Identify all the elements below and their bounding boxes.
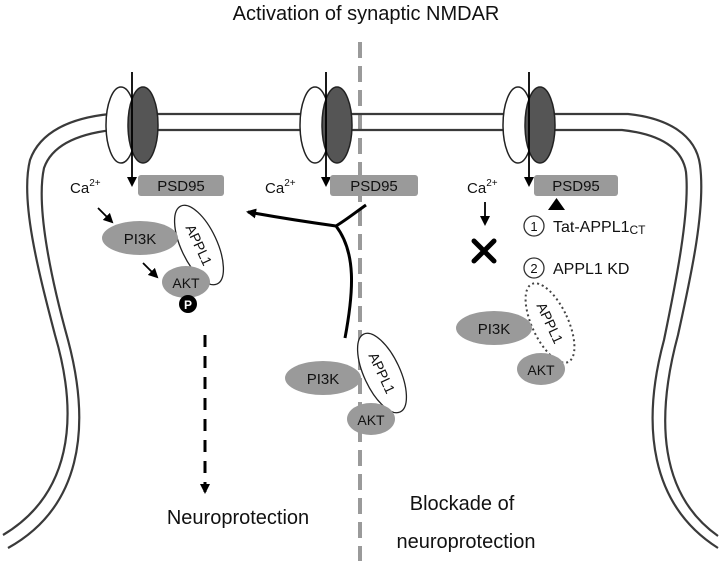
calcium-symbol: Ca: [467, 180, 487, 197]
calcium-label-left: Ca2+: [70, 178, 101, 197]
block-x-icon: [471, 238, 497, 264]
intervention-2-number: 2: [530, 261, 537, 276]
psd95-middle: PSD95: [330, 175, 418, 196]
pi3k-left: PI3K: [102, 221, 178, 255]
outcome-blockade-line1: Blockade of: [410, 493, 515, 515]
akt-label: AKT: [172, 275, 200, 291]
pi3k-label: PI3K: [478, 321, 511, 338]
pi3k-middle: PI3K: [285, 361, 361, 395]
calcium-label-right: Ca2+: [467, 178, 498, 197]
akt-right: AKT: [517, 353, 565, 385]
svg-text:Ca2+: Ca2+: [467, 178, 498, 197]
appl1-left: APPL1: [173, 204, 225, 286]
pi3k-right: PI3K: [456, 311, 532, 345]
nmdar-channel-middle: [299, 72, 353, 187]
number-circle: [523, 215, 545, 237]
calcium-charge: 2+: [486, 178, 498, 189]
calcium-charge: 2+: [89, 178, 101, 189]
psd95-left: PSD95: [138, 175, 224, 196]
intervention-1-label: Tat-APPL1: [553, 219, 630, 236]
diagram-title: Activation of synaptic NMDAR: [233, 3, 500, 25]
akt-left: AKT: [162, 266, 210, 298]
phospho-badge: P: [179, 295, 197, 313]
calcium-symbol: Ca: [70, 180, 90, 197]
calcium-label-middle: Ca2+: [265, 178, 296, 197]
nmdar-channel-left: [105, 72, 159, 187]
blocking-triangle: [548, 198, 565, 210]
phospho-label: P: [184, 298, 192, 312]
akt-label: AKT: [527, 362, 555, 378]
arrow-pi3k-to-akt: [142, 262, 159, 279]
nmdar-subunit-dark: [127, 86, 159, 164]
appl1-middle: APPL1: [356, 332, 408, 414]
intervention-1-subscript: CT: [629, 223, 646, 237]
intervention-2-label: APPL1 KD: [553, 261, 629, 278]
psd95-label: PSD95: [350, 178, 398, 195]
arrow-ca-to-pi3k: [97, 207, 114, 224]
nmdar-subunit-dark: [321, 86, 353, 164]
pi3k-label: PI3K: [124, 231, 157, 248]
akt-middle: AKT: [347, 403, 395, 435]
cell-membrane: [2, 112, 719, 549]
svg-text:Ca2+: Ca2+: [70, 178, 101, 197]
calcium-charge: 2+: [284, 178, 296, 189]
psd95-right: PSD95: [534, 175, 618, 196]
recruitment-arrow: [246, 203, 367, 339]
psd95-label: PSD95: [552, 178, 600, 195]
outcome-blockade-line2: neuroprotection: [397, 531, 536, 553]
akt-label: AKT: [357, 412, 385, 428]
nmdar-channel-right: [502, 72, 556, 187]
number-circle: [523, 257, 545, 279]
nmdar-subunit-dark: [524, 86, 556, 164]
appl1-right-dotted: APPL1: [524, 282, 576, 364]
psd95-label: PSD95: [157, 178, 205, 195]
svg-text:Tat-APPL1CT: Tat-APPL1CT: [553, 219, 646, 237]
pi3k-label: PI3K: [307, 371, 340, 388]
calcium-symbol: Ca: [265, 180, 285, 197]
intervention-1-number: 1: [530, 219, 537, 234]
intervention-2: 2 APPL1 KD: [523, 257, 629, 279]
intervention-1: 1 Tat-APPL1CT: [523, 215, 646, 237]
outcome-neuroprotection: Neuroprotection: [167, 507, 309, 529]
svg-text:Ca2+: Ca2+: [265, 178, 296, 197]
